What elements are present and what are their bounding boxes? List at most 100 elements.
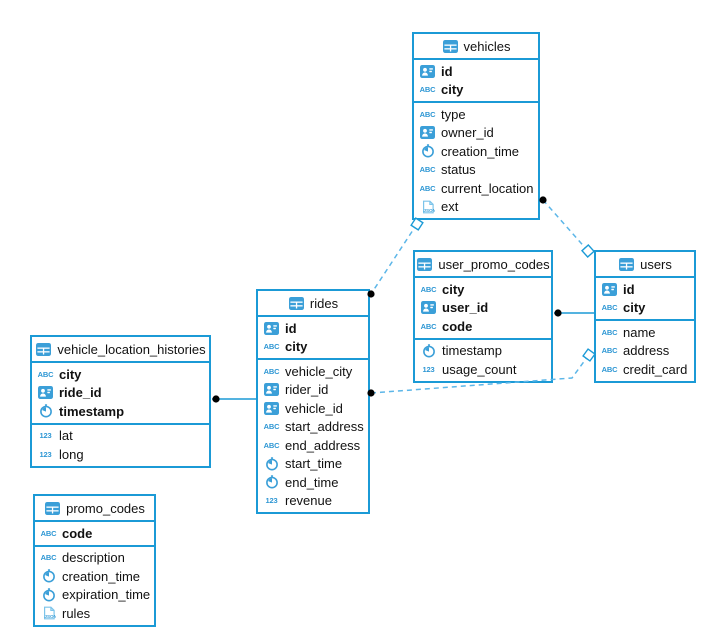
- field-row[interactable]: end_time: [258, 473, 368, 492]
- field-name: start_time: [285, 456, 343, 472]
- relationship-dot-marker: [554, 309, 562, 317]
- field-name: ext: [441, 199, 459, 215]
- field-row[interactable]: vehicle_id: [258, 399, 368, 418]
- field-name: type: [441, 106, 466, 122]
- number-type-icon: 123: [39, 449, 52, 459]
- field-row[interactable]: start_time: [258, 455, 368, 474]
- field-row[interactable]: expiration_time: [35, 586, 154, 605]
- string-type-icon: ABC: [263, 422, 280, 431]
- relationship-dot-marker: [367, 389, 375, 397]
- field-name: credit_card: [623, 361, 688, 377]
- field-name: ride_id: [59, 385, 102, 401]
- field-row[interactable]: JSON ext: [414, 198, 538, 217]
- field-name: city: [623, 300, 646, 316]
- primary-key-field-row[interactable]: id: [414, 62, 538, 81]
- uuid-type-icon: [263, 401, 280, 415]
- field-row[interactable]: timestamp: [415, 342, 551, 361]
- field-name: code: [62, 525, 93, 541]
- field-name: user_id: [442, 300, 489, 316]
- table-header[interactable]: rides: [258, 291, 368, 317]
- table-header[interactable]: users: [596, 252, 694, 278]
- svg-text:JSON: JSON: [44, 614, 56, 619]
- primary-key-field-row[interactable]: timestamp: [32, 402, 209, 421]
- relationship-line-vehicles-users[interactable]: [542, 199, 589, 252]
- table-name: users: [640, 256, 672, 272]
- field-name: timestamp: [442, 343, 502, 359]
- field-row[interactable]: rider_id: [258, 381, 368, 400]
- field-name: creation_time: [62, 568, 141, 584]
- relationship-square-marker: [581, 244, 595, 258]
- field-row[interactable]: creation_time: [414, 142, 538, 161]
- field-name: city: [441, 82, 464, 98]
- string-type-icon: ABC: [420, 284, 437, 294]
- relationship-dot-marker: [539, 196, 547, 204]
- time-type-icon: [263, 475, 280, 489]
- table-header[interactable]: vehicles: [414, 34, 538, 60]
- relationship-line-rides-users[interactable]: [370, 355, 589, 394]
- table-header[interactable]: promo_codes: [35, 496, 154, 522]
- field-name: code: [442, 318, 473, 334]
- field-name: owner_id: [441, 125, 494, 141]
- table-header[interactable]: vehicle_location_histories: [32, 337, 209, 363]
- table-header[interactable]: user_promo_codes: [415, 252, 551, 278]
- field-name: revenue: [285, 493, 332, 509]
- string-type-icon: ABC: [419, 183, 436, 193]
- primary-key-field-row[interactable]: user_id: [415, 299, 551, 318]
- string-type-icon: ABC: [419, 109, 436, 119]
- string-type-icon: ABC: [419, 165, 436, 174]
- json-type-icon: JSON: [419, 200, 436, 214]
- string-type-icon: ABC: [419, 85, 436, 94]
- uuid-type-icon: [263, 321, 280, 335]
- field-row[interactable]: owner_id: [414, 124, 538, 143]
- primary-key-field-row[interactable]: id: [258, 319, 368, 338]
- primary-key-field-row[interactable]: ABC city: [414, 81, 538, 100]
- primary-key-field-row[interactable]: id: [596, 280, 694, 299]
- field-name: status: [441, 162, 476, 178]
- field-row[interactable]: ABC status: [414, 161, 538, 180]
- string-type-icon: ABC: [263, 366, 280, 376]
- field-name: city: [285, 339, 308, 355]
- field-name: vehicle_id: [285, 400, 343, 416]
- field-name: id: [441, 63, 453, 79]
- relationship-line-vehicles-rides[interactable]: [370, 223, 418, 295]
- primary-key-field-row[interactable]: ride_id: [32, 384, 209, 403]
- field-name: description: [62, 550, 125, 566]
- field-row[interactable]: creation_time: [35, 567, 154, 586]
- primary-key-field-row[interactable]: ABC city: [596, 299, 694, 318]
- string-type-icon: ABC: [40, 553, 57, 562]
- string-type-icon: ABC: [601, 303, 618, 312]
- table-name: vehicle_location_histories: [57, 341, 206, 357]
- field-row[interactable]: ABC description: [35, 549, 154, 568]
- field-row[interactable]: ABC type: [414, 105, 538, 124]
- number-type-icon: 123: [422, 364, 435, 374]
